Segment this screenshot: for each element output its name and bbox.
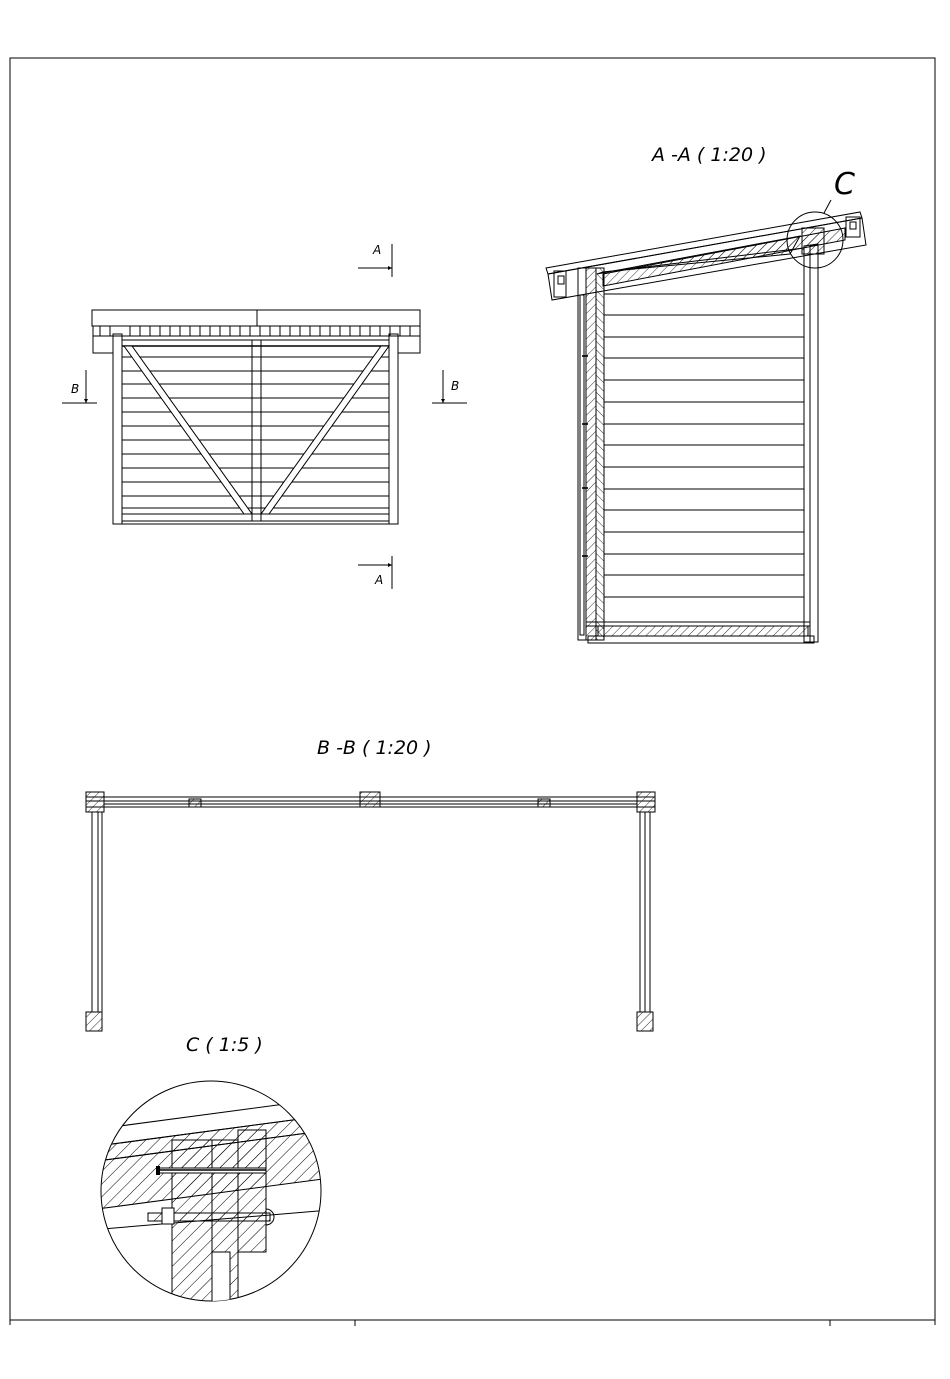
cut-label-b-left: B <box>71 382 79 396</box>
detail-c <box>90 1081 330 1312</box>
cut-marker-a-bottom: A <box>358 556 392 589</box>
cut-marker-b-right: B <box>432 370 467 403</box>
cut-label-a-bottom: A <box>374 573 383 587</box>
section-aa-boards <box>604 248 804 622</box>
cut-marker-b-left: B <box>62 370 97 403</box>
section-aa: C <box>546 167 866 643</box>
roof-joist-row <box>100 326 410 336</box>
section-aa-title: A -A ( 1:20 ) <box>650 144 767 166</box>
cut-marker-a-top: A <box>358 243 392 277</box>
door-boards <box>122 357 389 508</box>
cut-label-a-top: A <box>372 243 381 257</box>
section-bb <box>86 792 655 1031</box>
front-view <box>92 310 420 524</box>
detail-c-marker: C <box>834 167 855 202</box>
section-bb-title: B -B ( 1:20 ) <box>317 737 432 759</box>
detail-c-title: C ( 1:5 ) <box>186 1034 263 1056</box>
cut-label-b-right: B <box>451 379 459 393</box>
